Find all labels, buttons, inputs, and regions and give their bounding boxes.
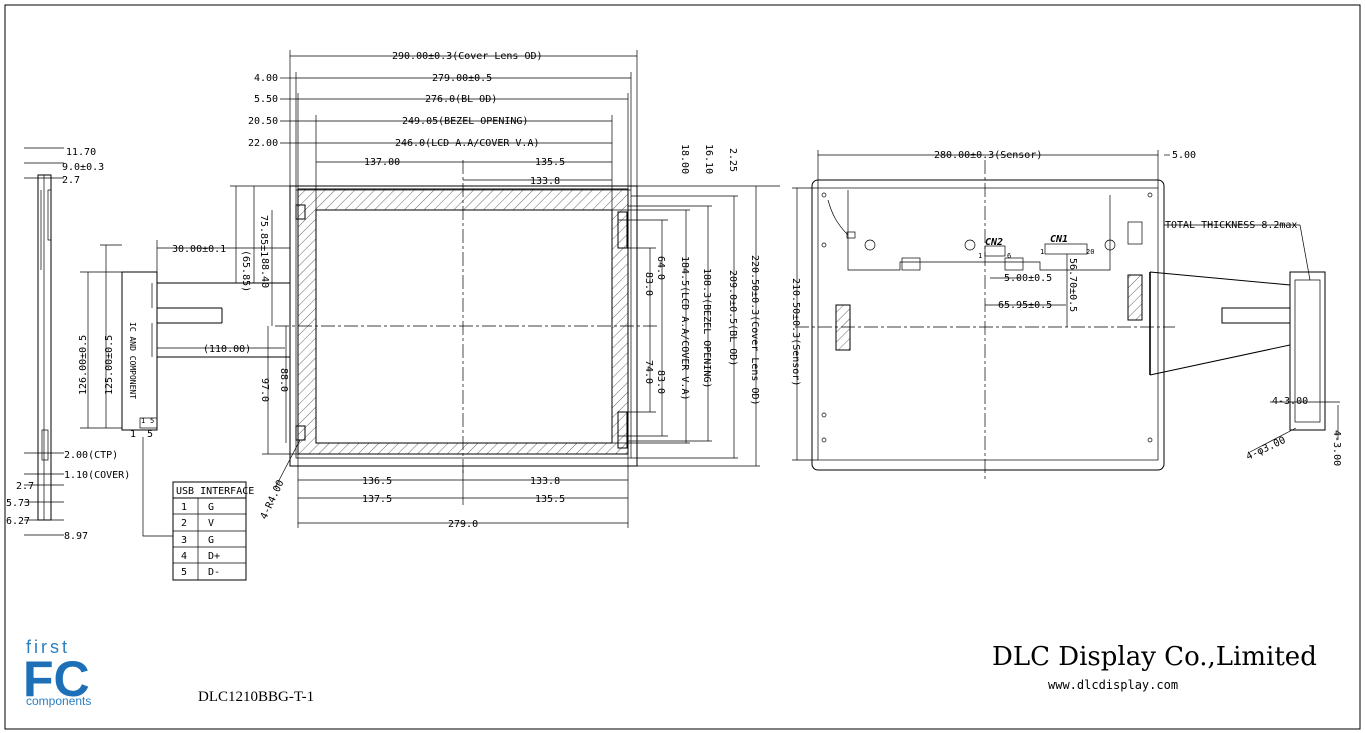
conn-pin-1: 5 (147, 429, 153, 440)
front-left-dim-0: (65.85) (240, 250, 251, 292)
side-dim-4: 1.10(COVER) (64, 470, 130, 481)
company-website: www.dlcdisplay.com (1048, 678, 1178, 692)
conn-dim-1: 126.00±0.5 (78, 335, 89, 395)
front-bottom-dim-3: 135.5 (535, 494, 565, 505)
side-dim-1: 9.0±0.3 (62, 162, 104, 173)
front-right-dim-7: 220.50±0.3(Cover Lens OD) (749, 255, 760, 406)
conn-pin-2: 1 (141, 417, 145, 425)
front-top-dim-4: 246.0(LCD A.A/COVER V.A) (395, 138, 540, 149)
front-left-offset-0: 4.00 (254, 73, 278, 84)
rear-tail-dim-1: 4-φ3.00 (1245, 435, 1288, 463)
cn1-label: CN1 (1050, 234, 1068, 245)
usb-row-0-signal: G (208, 502, 214, 513)
thickness-note: TOTAL THICKNESS 8.2max (1165, 220, 1297, 231)
rear-tail-dim-0: 4-3.00 (1272, 396, 1308, 407)
usb-interface-table: USB INTERFACE 1 G 2 V 3 G 4 D+ 5 D- (172, 481, 254, 581)
rear-dim-5: 65.95±0.5 (998, 300, 1052, 311)
usb-row-1-pin: 2 (181, 518, 187, 529)
cn1-pin-first: 1 (1040, 248, 1044, 256)
front-top-dim-2: 276.0(BL OD) (425, 94, 497, 105)
front-bottom-dim-4: 279.0 (448, 519, 478, 530)
front-bottom-dim-1: 133.8 (530, 476, 560, 487)
cn2-pin-last: 6 (1007, 252, 1011, 260)
cn2-pin-first: 1 (978, 252, 982, 260)
conn-dim-0: 30.00±0.1 (172, 244, 226, 255)
connector-view: 30.00±0.1 126.00±0.5 125.00±0.5 (110.00)… (78, 240, 290, 537)
usb-row-4-signal: D- (208, 567, 220, 578)
side-dim-0: 11.70 (66, 147, 96, 158)
front-right-dim-2: 74.0 (643, 360, 654, 384)
company-name: DLC Display Co.,Limited (992, 642, 1317, 672)
front-left-dim-3: 88.0 (278, 368, 289, 392)
logo-fc-text: FC (23, 651, 90, 707)
front-right-offset-2: 2.25 (727, 148, 738, 172)
usb-row-1-signal: V (208, 518, 214, 529)
rear-dim-0: 280.00±0.3(Sensor) (934, 150, 1042, 161)
usb-row-2-signal: G (208, 535, 214, 546)
conn-pin-3: 5 (150, 417, 154, 425)
front-right-dim-5: 188.3(BEZEL OPENING) (701, 268, 712, 388)
sheet-border (4, 4, 1361, 730)
rear-dim-1: 5.00 (1172, 150, 1196, 161)
usb-row-2-pin: 3 (181, 535, 187, 546)
logo-first-text: first (26, 637, 70, 657)
conn-pin-0: 1 (130, 429, 136, 440)
front-right-dim-0: 83.0 (643, 272, 654, 296)
cn1-pin-last: 20 (1086, 248, 1094, 256)
front-right-offset-0: 18.00 (679, 144, 690, 174)
front-right-dim-3: 83.0 (655, 370, 666, 394)
side-dim-5: 2.7 (16, 481, 34, 492)
conn-dim-2: 125.00±0.5 (104, 335, 115, 395)
front-top-dim-1: 279.00±0.5 (432, 73, 492, 84)
usb-row-0-pin: 1 (181, 502, 187, 513)
rear-tail-dim-2: 4-3.00 (1331, 430, 1342, 466)
front-left-offset-1: 5.50 (254, 94, 278, 105)
side-dim-7: 6.27 (6, 516, 30, 527)
logo-components-text: components (26, 694, 91, 708)
side-dim-8: 8.97 (64, 531, 88, 542)
usb-row-4-pin: 5 (181, 567, 187, 578)
rear-view: 280.00±0.3(Sensor) 5.00 210.50±0.3(Senso… (790, 150, 1342, 480)
first-fc-logo: first FC components (23, 637, 91, 708)
usb-row-3-signal: D+ (208, 551, 220, 562)
board-label: IC AND COMPONENT (128, 322, 137, 399)
side-dim-6: 5.73 (6, 498, 30, 509)
front-right-offset-1: 16.10 (703, 144, 714, 174)
side-dim-2: 2.7 (62, 175, 80, 186)
front-top-dim-6: 135.5 (535, 157, 565, 168)
front-top-dim-3: 249.05(BEZEL OPENING) (402, 116, 528, 127)
front-hole-note: 4-R4.00 (259, 478, 287, 521)
cn2-label: CN2 (985, 237, 1003, 248)
title-block: DLC Display Co.,Limited www.dlcdisplay.c… (198, 642, 1317, 705)
rear-dim-2: 210.50±0.3(Sensor) (790, 278, 801, 386)
rear-dim-4: 56.70±0.5 (1067, 258, 1078, 312)
front-bottom-dim-0: 136.5 (362, 476, 392, 487)
front-top-dim-0: 290.00±0.3(Cover Lens OD) (392, 51, 543, 62)
conn-dim-3: (110.00) (203, 344, 251, 355)
front-right-dim-1: 64.0 (655, 256, 666, 280)
rear-dim-3: 5.00±0.5 (1004, 273, 1052, 284)
side-view: 11.70 9.0±0.3 2.7 2.00(CTP) 1.10(COVER) … (6, 147, 130, 542)
front-left-dim-4: 97.0 (259, 378, 270, 402)
side-dim-3: 2.00(CTP) (64, 450, 118, 461)
front-left-offset-3: 22.00 (248, 138, 278, 149)
front-right-dim-6: 209.0±0.5(BL OD) (727, 270, 738, 366)
front-left-dim-1: 75.85±1 (258, 215, 269, 257)
front-left-offset-2: 20.50 (248, 116, 278, 127)
front-top-dim-5: 137.00 (364, 157, 400, 168)
front-bottom-dim-2: 137.5 (362, 494, 392, 505)
front-right-dim-4: 184.5(LCD A.A/COVER V.A) (679, 256, 690, 401)
usb-table-header: USB INTERFACE (176, 486, 254, 497)
front-left-dim-2: 88.40 (259, 258, 270, 288)
usb-row-3-pin: 4 (181, 551, 187, 562)
front-view: 290.00±0.3(Cover Lens OD) 279.00±0.5 276… (230, 50, 780, 530)
front-top-dim-7: 133.8 (530, 176, 560, 187)
model-number: DLC1210BBG-T-1 (198, 689, 314, 705)
